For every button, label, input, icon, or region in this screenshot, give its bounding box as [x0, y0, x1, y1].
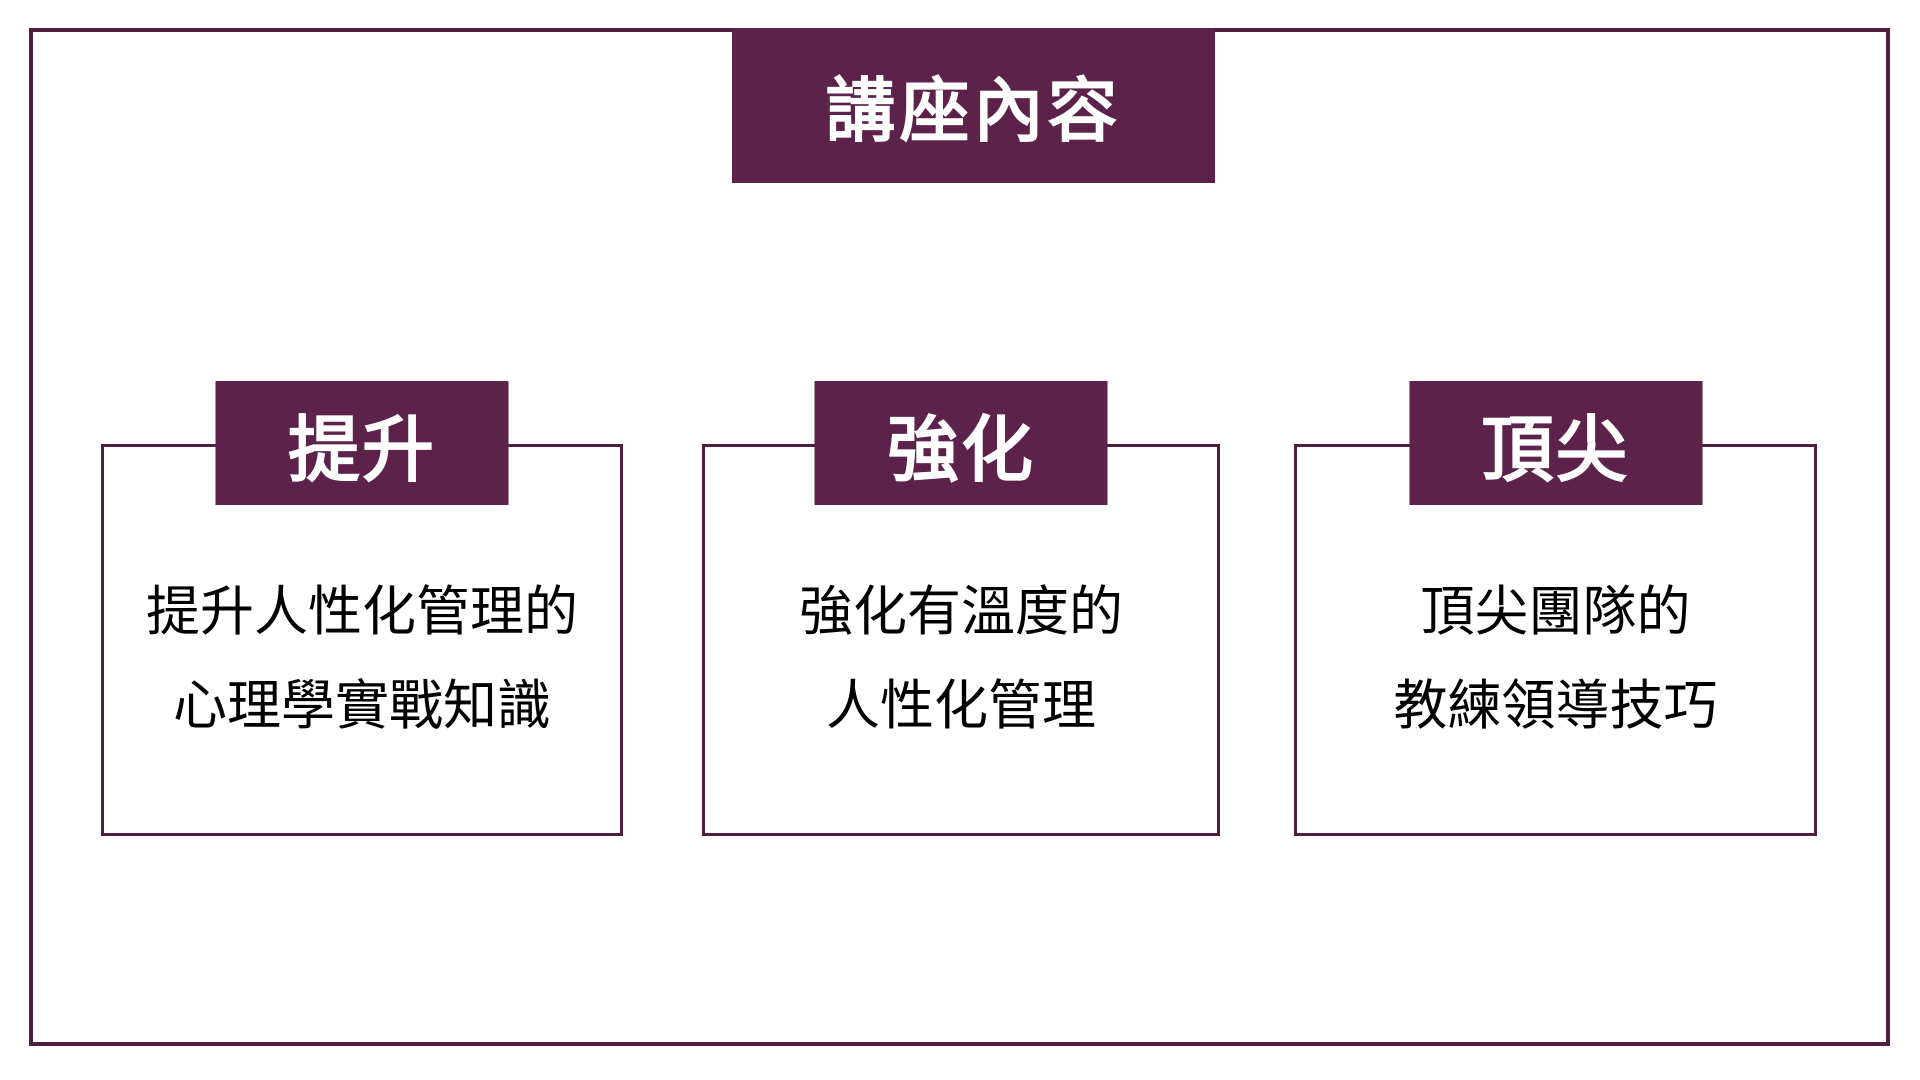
card-strengthen-body-line-2: 人性化管理 [826, 676, 1096, 736]
card-improve-body-line-2: 心理學實戰知識 [173, 676, 551, 736]
card-improve-header-label: 提升 [287, 410, 436, 491]
card-improve: 提升 提升人性化管理的 心理學實戰知識 [101, 381, 623, 836]
card-topnotch-header-badge: 頂尖 [1409, 381, 1702, 505]
page-title: 講座內容 [825, 72, 1122, 150]
card-strengthen-body: 強化有溫度的 人性化管理 [705, 565, 1217, 753]
card-strengthen: 強化 強化有溫度的 人性化管理 [702, 381, 1220, 836]
card-topnotch-body-line-1: 頂尖團隊的 [1420, 582, 1691, 642]
card-improve-body: 提升人性化管理的 心理學實戰知識 [104, 565, 620, 753]
card-strengthen-header-badge: 強化 [814, 381, 1108, 505]
card-topnotch-body: 頂尖團隊的 教練領導技巧 [1297, 565, 1814, 753]
card-strengthen-body-line-1: 強化有溫度的 [799, 582, 1123, 642]
card-strengthen-header-label: 強化 [886, 410, 1035, 491]
card-topnotch-header-label: 頂尖 [1481, 410, 1630, 491]
card-improve-body-line-1: 提升人性化管理的 [146, 582, 578, 642]
card-topnotch-body-line-2: 教練領導技巧 [1393, 676, 1718, 736]
card-topnotch: 頂尖 頂尖團隊的 教練領導技巧 [1294, 381, 1817, 836]
title-banner: 講座內容 [732, 28, 1215, 183]
card-improve-header-badge: 提升 [215, 381, 509, 505]
